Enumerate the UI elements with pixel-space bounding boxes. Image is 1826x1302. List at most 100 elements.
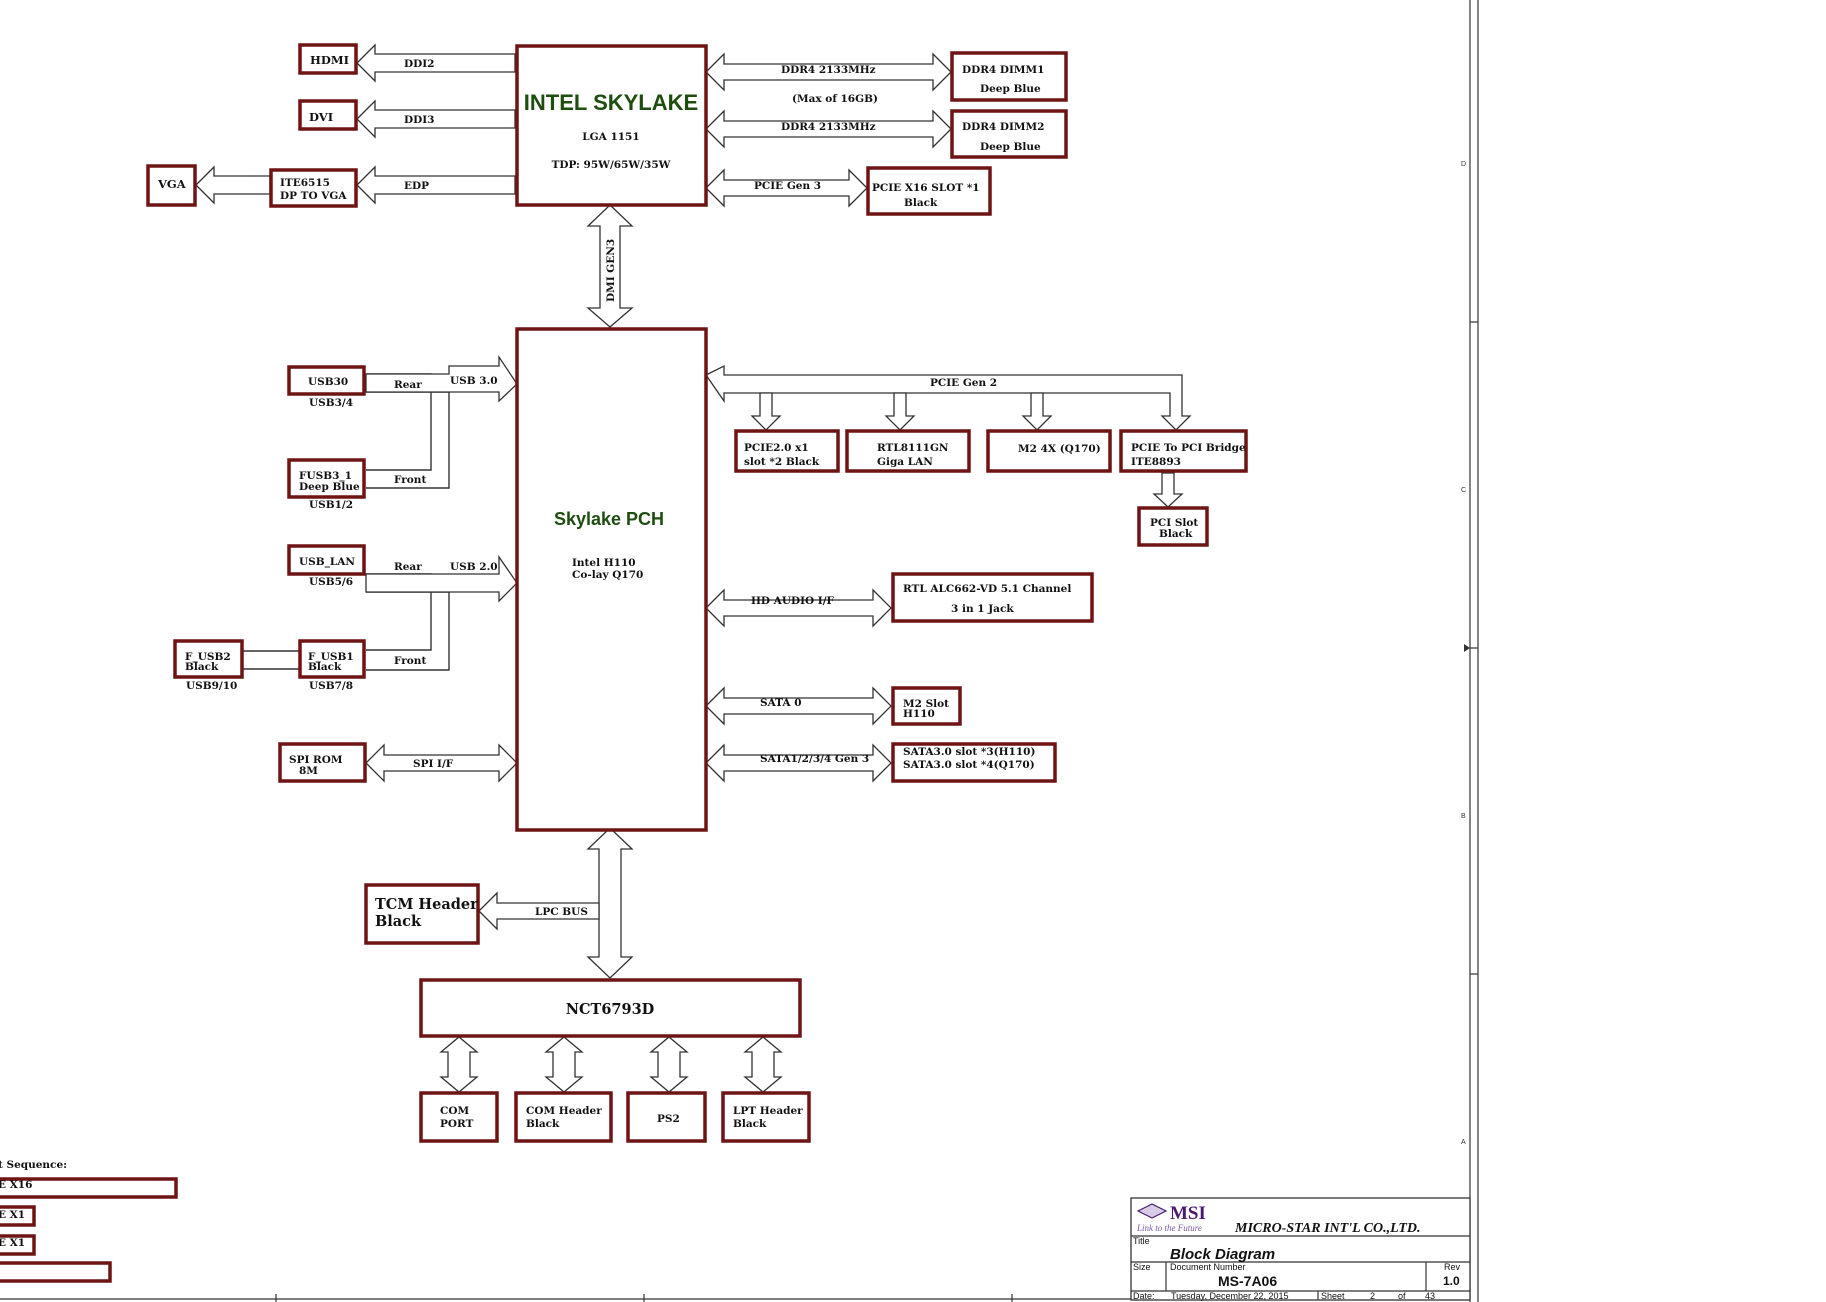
ddi3-arrow (356, 99, 516, 139)
msi-logo-text: MSI (1170, 1203, 1206, 1224)
center-mark-icon (1464, 644, 1470, 652)
hdmi-label: HDMI (310, 53, 349, 67)
usb30-arrow (365, 354, 518, 403)
m2-slot-line2: H110 (903, 708, 935, 720)
lpc-vertical-arrow (586, 827, 634, 979)
dmi-label: DMI GEN3 (605, 239, 617, 302)
pcie-gen2-drop-lan (884, 392, 916, 431)
usb-lan-block (287, 544, 366, 576)
pci-bridge-line2: ITE8893 (1131, 456, 1181, 468)
lpt-header-line2: Black (733, 1118, 767, 1130)
sequence-row-x1-a-label: E X1 (0, 1209, 25, 1221)
usb30-bus-label: USB 3.0 (450, 375, 498, 387)
hd-audio-label: HD AUDIO I/F (751, 595, 835, 607)
pcie-x16-slot-color: Black (904, 197, 938, 209)
title-block: MSI Link to the Future MICRO-STAR INT'L … (1130, 1197, 1471, 1301)
pcie-gen3-label: PCIE Gen 3 (754, 180, 821, 192)
pci-bridge-block (1119, 429, 1248, 473)
pcie-x16-slot-label: PCIE X16 SLOT *1 (872, 182, 980, 194)
usb20-rear-label: Rear (394, 561, 422, 573)
sequence-row-x16 (0, 1177, 178, 1199)
pci-slot-line2: Black (1159, 528, 1193, 540)
usb30-block (287, 365, 366, 396)
hd-audio-arrow (705, 588, 892, 628)
zone-label-b: B (1461, 813, 1466, 820)
ddi2-label: DDI2 (404, 58, 434, 70)
cpu-socket: LGA 1151 (582, 131, 639, 143)
giga-lan-block (845, 429, 971, 473)
msi-tagline: Link to the Future (1136, 1223, 1202, 1233)
sata-slot-block (891, 742, 1057, 783)
com-port-arrow (439, 1036, 479, 1093)
usb-lan-ports: USB5/6 (309, 576, 353, 588)
spi-rom-label: SPI ROM (289, 754, 343, 766)
pci-bridge-arrow (1152, 472, 1184, 508)
edp-label: EDP (404, 180, 429, 192)
fusb2-block (173, 639, 244, 679)
memory-max-label: (Max of 16GB) (792, 93, 878, 105)
hdmi-block (298, 43, 358, 75)
m2-slot-block (891, 686, 962, 726)
ddr4-dimm1-block (950, 51, 1068, 102)
giga-lan-line2: Giga LAN (877, 456, 933, 468)
fusb1-ports: USB7/8 (309, 680, 353, 692)
sequence-title: t Sequence: (0, 1159, 67, 1171)
fusb2-color: Black (185, 661, 219, 673)
company-name: MICRO-STAR INT'L CO.,LTD. (1234, 1221, 1421, 1236)
usb30-ports: USB3/4 (309, 397, 353, 409)
pcie-x1-slot-line1: PCIE2.0 x1 (744, 442, 809, 454)
ddr4-dimm2-block (950, 109, 1068, 159)
fusb3-ports: USB1/2 (309, 499, 353, 511)
audio-codec-line1: RTL ALC662-VD 5.1 Channel (903, 583, 1071, 595)
sequence-row-4 (0, 1261, 112, 1283)
date-value: Tuesday, December 22, 2015 (1171, 1291, 1289, 1301)
sequence-row-x1-b (0, 1234, 36, 1256)
pci-slot-block (1137, 506, 1209, 547)
pcie-gen2-arrow (705, 364, 1192, 431)
sheet-number: 2 (1370, 1291, 1375, 1301)
com-header-block (514, 1091, 613, 1143)
ddr4-dimm1-color: Deep Blue (980, 83, 1041, 95)
nct6793d-block (419, 978, 802, 1038)
com-port-line2: PORT (440, 1118, 474, 1130)
zone-label-c: C (1461, 487, 1466, 494)
pcie-x1-slot-block (734, 429, 840, 473)
m2-slot-line1: M2 Slot (903, 698, 949, 710)
dvi-block (298, 99, 358, 131)
audio-codec-block (891, 572, 1094, 623)
title-field-label: Title (1133, 1236, 1150, 1246)
pch-chipset: Intel H110 (572, 557, 636, 569)
vga-label: VGA (157, 177, 187, 191)
ps2-label: PS2 (657, 1113, 680, 1125)
com-header-line2: Black (526, 1118, 560, 1130)
usb30-front-label: Front (394, 474, 426, 486)
ddr4-bus2-label: DDR4 2133MHz (781, 121, 876, 133)
sheet-of-label: of (1398, 1291, 1406, 1301)
pch-block (515, 327, 708, 832)
usb20-front-label: Front (394, 655, 426, 667)
sheet-label: Sheet (1321, 1291, 1345, 1301)
ite6515-line2: DP TO VGA (280, 190, 347, 202)
usb30-label: USB30 (308, 376, 348, 388)
date-label: Date: (1133, 1291, 1155, 1301)
m2-4x-label: M2 4X (Q170) (1018, 443, 1101, 455)
com-port-line1: COM (440, 1105, 470, 1117)
fusb2-label: F_USB2 (185, 651, 231, 664)
usb20-bus-label: USB 2.0 (450, 561, 498, 573)
msi-emblem-icon (1136, 1203, 1168, 1219)
ps2-block (626, 1091, 707, 1143)
usb20-arrow (365, 554, 518, 603)
fusb3-color: Deep Blue (299, 481, 360, 493)
sequence-row-x1-a (0, 1205, 36, 1227)
fusb3-label: FUSB3_1 (299, 470, 352, 483)
ite6515-line1: ITE6515 (280, 177, 330, 189)
giga-lan-line1: RTL8111GN (877, 442, 949, 454)
pcie-x1-slot-line2: slot *2 Black (744, 456, 820, 468)
ddi2-arrow (356, 43, 516, 83)
ddr4-bus1-label: DDR4 2133MHz (781, 64, 876, 76)
com-port-block (419, 1091, 499, 1143)
sheet-title: Block Diagram (1170, 1246, 1275, 1263)
ddr4-dimm2-label: DDR4 DIMM2 (962, 121, 1044, 133)
sequence-row-x1-b-label: E X1 (0, 1237, 25, 1249)
